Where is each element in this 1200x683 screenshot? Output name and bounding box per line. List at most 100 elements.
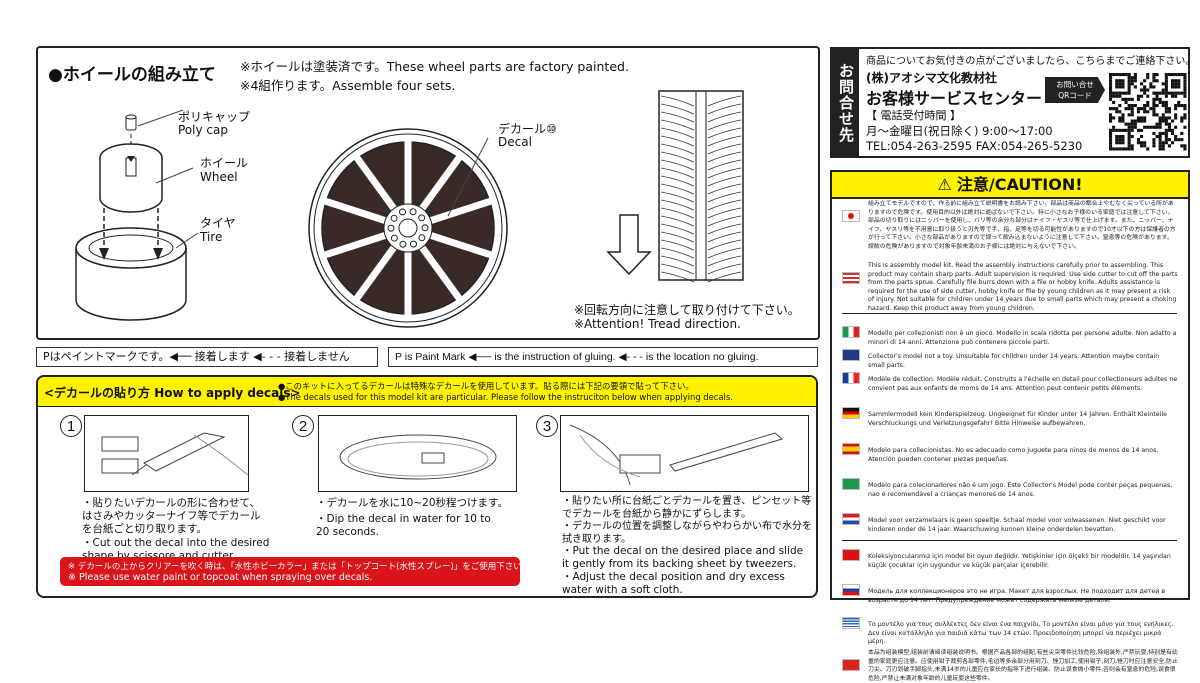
tread-groove [660,103,742,115]
step-2-number: 2 [292,415,314,437]
wheel-spoke [417,154,463,214]
service-center-name: お客様サービスセンター [866,89,1043,108]
step-3-applying-illustration [560,415,809,492]
contact-box: お問合せ先 商品についてお気付きの点がございましたら、こちらまでご連絡下さい。 … [830,47,1195,158]
company-name: (株)アオシマ文化教材社 [866,71,997,85]
wheel-spoke [417,242,463,302]
four-sets-note: ※4組作ります。Assemble four sets. [240,78,456,93]
caution-divider-bottom [842,540,1177,541]
uk-flag-icon [842,349,860,361]
germany-flag-icon [842,407,860,419]
wheel-assembly-panel: ●ホイールの組み立て ※ホイールは塗装済です。These wheel parts… [36,46,820,340]
tread-groove [660,95,742,107]
decal-label-jp: デカール⑩ [498,122,557,136]
decal-header-bar [38,377,816,407]
lug-nut [409,208,417,216]
tread-groove [660,263,742,275]
decal-leader-line [447,137,489,217]
tel-fax: TEL:054-263-2595 FAX:054-265-5230 [866,139,1083,153]
tire-label-jp: タイヤ [200,216,236,230]
usa-flag-icon [842,272,860,284]
italy-flag-icon [842,326,860,338]
step-3-number: 3 [536,415,558,437]
netherlands-flag-icon [842,513,860,525]
caution-divider-top [842,313,1177,314]
lug-nut [418,214,426,222]
qr-label-tag: お問い合せ QRコード [1045,77,1105,103]
wheel-spoke [322,231,391,259]
tread-groove [660,119,742,131]
contact-side-label: お問合せ先 [832,49,859,156]
tread-groove [660,247,742,259]
paint-mark-legend-jp: Pはペイントマークです。◀── 接着します ◀- - - 接着しません [36,347,378,367]
step-3-text-en: ・Put the decal on the desired place and … [562,545,804,596]
poly-cap-label-jp: ポリキャップ [178,110,251,124]
tread-note-en: ※Attention! Tread direction. [574,317,741,331]
spray-warning-banner [60,557,520,586]
tread-groove [660,135,742,147]
step-1-number: 1 [60,415,82,437]
caution-text-france: Modèle de collection. Modèle réduit. Con… [868,376,1178,392]
tread-groove [660,111,742,123]
wheel-spoke [425,231,494,259]
caution-text-china: 本品为组装模型,组装前请阅读组装说明书。根据产品各部的组配,有些尖突零件比较危险… [868,650,1178,682]
lug-nut [418,234,426,242]
china-flag-icon [842,659,860,671]
wheel-spoke [322,197,391,225]
tread-groove [660,271,742,283]
caution-text-italy: Modello per collezionisti non è un gioco… [868,330,1177,346]
decal-intro-jp: ●このキットに入ってるデカールは特殊なデカールを使用しています。貼る際には下記の… [278,381,694,391]
lug-nut [387,224,395,232]
caution-text-netherlands: Model voor verzamelaars is geen speeltje… [868,517,1166,533]
caution-header: ⚠ 注意/CAUTION! [832,172,1188,199]
caution-text-turkey: Koleksiyoncularımız için model bir oyun … [868,553,1171,569]
tread-groove [660,199,742,211]
tire-tread-pattern [658,90,744,283]
caution-text-spain: Modelo para collecionistas. No es adecua… [868,447,1159,463]
qr-code-icon[interactable] [1109,73,1187,151]
tread-groove [660,159,742,171]
hours-label: 【 電話受付時間 】 [866,109,961,122]
spray-warning-en: ※ Please use water paint or topcoat when… [68,572,373,583]
caution-text-greece: Το μοντέλο για τους συλλέκτες δεν είναι … [868,621,1174,646]
wheel-tire-exploded-diagram [75,109,199,321]
lug-nut [399,240,407,248]
wheel-spoke [353,242,399,302]
step-1-text-jp: ・貼りたいデカールの形に合わせて、はさみやカッターナイフ等でデカールを台紙ごと切… [82,497,261,535]
decal-instructions-panel: <デカールの貼り方 How to apply decals> ●このキットに入っ… [36,375,818,598]
paint-mark-legend-en: P is Paint Mark ◀── is the instruction o… [388,347,818,367]
decal-header-title: <デカールの貼り方 How to apply decals> [44,386,301,400]
caution-title: 注意/CAUTION! [956,175,1083,194]
tread-groove [660,255,742,267]
step-1-cutting-illustration [84,415,249,492]
tread-note-jp: ※回転方向に注意して取り付けて下さい。 [574,303,800,317]
lug-nut [409,240,417,248]
caution-box: ⚠ 注意/CAUTION! 組み立てモデルですので、作る前に組み立て説明書をお読… [830,170,1190,682]
japan-flag-icon [842,210,860,222]
tread-groove [660,167,742,179]
caution-text-russia: Модель для коллекционеров это не игра. М… [868,588,1166,604]
painted-note: ※ホイールは塗装済です。These wheel parts are factor… [240,59,629,74]
tread-groove [660,183,742,195]
step-2-text-en: ・Dip the decal in water for 10 to 20 sec… [316,513,491,538]
caution-text-germany: Sammlermodell kein Kinderspielzeug. Unge… [868,411,1168,427]
greece-flag-icon [842,617,860,629]
contact-lead: 商品についてお気付きの点がございましたら、こちらまでご連絡下さい。 [866,56,1196,67]
spray-warning-jp: ※ デカールの上からクリアーを吹く時は、「水性ホビーカラー」または「トップコート… [68,562,531,572]
france-flag-icon [842,372,860,384]
wheel-spoke [353,154,399,214]
tread-groove [660,175,742,187]
caution-text-japan: 組み立てモデルですので、作る前に組み立て説明書をお読み下さい。部品は商品の都合上… [868,201,1176,250]
assembly-title: ●ホイールの組み立て [48,65,216,85]
step-3-text-jp: ・貼りたい所に台紙ごとデカールを置き、ピンセット等でデカールを台紙から静かにずら… [562,496,812,545]
qr-label-line1: お問い合せ [1056,80,1094,89]
tread-groove [660,239,742,251]
caution-text-brazil: Modelo para colecionadores não é um jogo… [868,482,1173,498]
tread-groove [660,215,742,227]
caution-text-usa: This is assembly model kit. Read the ass… [868,262,1178,312]
tread-groove [660,143,742,155]
tread-groove [660,151,742,163]
tread-groove [660,223,742,235]
wheel-front-view [308,128,508,328]
decal-intro-en: ●The decals used for this model kit are … [278,392,733,402]
